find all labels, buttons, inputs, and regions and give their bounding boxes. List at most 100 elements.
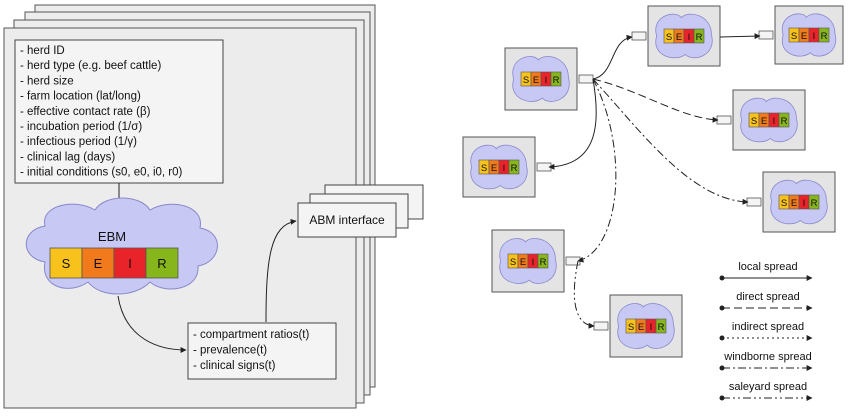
herd-compartment-label: S	[510, 257, 516, 268]
herd-compartment-label: I	[813, 31, 816, 42]
herd-compartment-box	[808, 194, 820, 210]
herd-port	[593, 321, 609, 331]
spread-link	[592, 78, 719, 123]
herd-port	[716, 115, 732, 125]
abm-interface-box	[297, 202, 397, 238]
herd-parameter-item: - clinical lag (days)	[20, 151, 115, 163]
herd-compartment-box	[550, 71, 562, 87]
legend-label: direct spread	[736, 291, 800, 303]
herd-compartment-label: R	[821, 31, 828, 42]
ebm-compartment-label: I	[128, 256, 132, 271]
herd-compartment-label: R	[781, 116, 788, 127]
legend-label: saleyard spread	[729, 381, 807, 393]
legend-label: local spread	[738, 261, 797, 273]
ebm-compartment-label: E	[94, 256, 103, 271]
herd-compartment-label: R	[553, 75, 560, 86]
herd-compartment-label: R	[511, 163, 518, 174]
herd-parameter-item: - herd type (e.g. beef cattle)	[20, 60, 161, 72]
spread-link	[577, 78, 617, 263]
herd-compartment-label: I	[803, 198, 806, 209]
herd-compartment-label: R	[696, 32, 703, 43]
herd-compartment-label: R	[540, 257, 547, 268]
ebm-compartment-box	[145, 247, 179, 279]
herd-parameter-item: - infectious period (1/γ)	[20, 136, 137, 148]
herd-compartment-box	[778, 112, 790, 128]
ebm-cloud	[25, 197, 218, 295]
herd-compartment-label: S	[666, 32, 672, 43]
ebm-title: EBM	[98, 229, 126, 244]
ebm-compartment-box	[49, 247, 83, 279]
herd-port	[631, 31, 647, 41]
herd-compartment-label: E	[801, 31, 807, 42]
herd-compartment-label: I	[503, 163, 506, 174]
herd-compartment-label: R	[811, 198, 818, 209]
herd-compartment-label: S	[781, 198, 787, 209]
herd-compartment-label: I	[773, 116, 776, 127]
ebm-compartment-label: R	[157, 256, 166, 271]
output-item: - prevalence(t)	[193, 345, 267, 357]
spread-link	[592, 34, 633, 80]
spread-link	[719, 33, 761, 40]
herd-compartment-label: E	[533, 75, 539, 86]
herd-port	[746, 197, 762, 207]
herd-compartment-label: E	[520, 257, 526, 268]
herd-port	[578, 74, 594, 84]
herd-parameter-item: - farm location (lat/long)	[20, 91, 141, 103]
herd-compartment-label: E	[491, 163, 497, 174]
herd-parameters-box	[14, 39, 224, 184]
herd-compartment-label: I	[688, 32, 691, 43]
legend-label: windborne spread	[723, 351, 811, 363]
herd-compartment-label: S	[628, 322, 634, 333]
herd-compartment-box	[818, 27, 830, 43]
herd-compartment-label: S	[791, 31, 797, 42]
herd-compartment-label: R	[658, 322, 665, 333]
herd-parameter-item: - herd ID	[20, 45, 65, 57]
herd-compartment-label: S	[481, 163, 487, 174]
herd-parameter-item: - effective contact rate (β)	[20, 106, 151, 118]
herd-compartment-label: E	[761, 116, 767, 127]
herd-port	[536, 162, 552, 172]
outputs-list: - compartment ratios(t) - prevalence(t) - …	[193, 329, 309, 372]
abm-interface-label: ABM interface	[309, 213, 385, 227]
herd-parameter-item: - incubation period (1/σ)	[20, 121, 142, 133]
output-item: - compartment ratios(t)	[193, 329, 309, 341]
ebm-to-outputs-arrow	[117, 295, 187, 353]
ebm-compartment-box	[81, 247, 115, 279]
spread-link	[592, 78, 749, 205]
herd-compartment-label: S	[523, 75, 529, 86]
spread-links	[548, 33, 761, 329]
outputs-to-abm-arrow	[265, 218, 297, 323]
herd-parameter-item: - initial conditions (s0, e0, i0, r0)	[20, 167, 183, 179]
herd-compartment-box	[537, 253, 549, 269]
ebm-compartment-label: S	[62, 256, 71, 271]
herd-parameter-item: - herd size	[20, 75, 74, 87]
herd-compartment-label: E	[638, 322, 644, 333]
herd-compartment-box	[693, 28, 705, 44]
herd-compartment-label: I	[545, 75, 548, 86]
spread-link	[548, 78, 597, 170]
spread-link	[573, 260, 595, 329]
herd-compartment-box	[508, 159, 520, 175]
ebm-compartment-box	[113, 247, 147, 279]
herd-compartment-box	[655, 318, 667, 334]
herd-compartment-label: S	[751, 116, 757, 127]
herd-compartment-label: I	[650, 322, 653, 333]
output-item: - clinical signs(t)	[193, 360, 276, 372]
herd-compartment-label: E	[676, 32, 682, 43]
herd-compartment-label: E	[791, 198, 797, 209]
herd-compartment-label: I	[532, 257, 535, 268]
herd-parameters-list: - herd ID - herd type (e.g. beef cattle) -…	[20, 45, 183, 179]
herd-port	[758, 30, 774, 40]
outputs-box	[187, 322, 337, 380]
